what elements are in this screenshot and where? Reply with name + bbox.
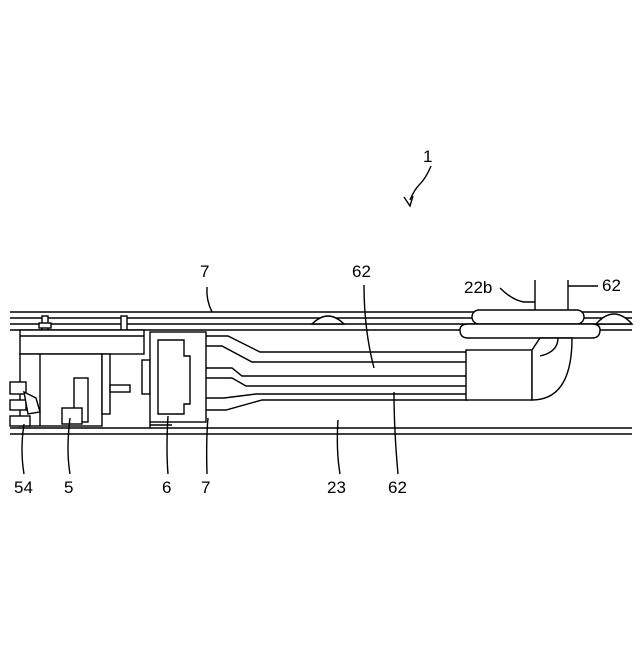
label-22b: 22b — [464, 278, 492, 297]
label-7-top: 7 — [200, 262, 209, 281]
cable-clamp-62 — [466, 338, 572, 400]
label-62-top: 62 — [352, 262, 371, 281]
switch-block-6 — [142, 332, 206, 428]
label-62-bottom: 62 — [388, 478, 407, 497]
label-assembly-1: 1 — [423, 147, 432, 166]
bottom-plate — [10, 428, 632, 434]
wire-harness-7 — [206, 336, 468, 410]
label-54: 54 — [14, 478, 33, 497]
label-62-right: 62 — [602, 276, 621, 295]
label-7-bottom: 7 — [201, 478, 210, 497]
rail-bump-right — [596, 314, 632, 324]
rail-bump-left — [312, 316, 344, 324]
label-6: 6 — [162, 478, 171, 497]
label-23: 23 — [327, 478, 346, 497]
label-5: 5 — [64, 478, 73, 497]
